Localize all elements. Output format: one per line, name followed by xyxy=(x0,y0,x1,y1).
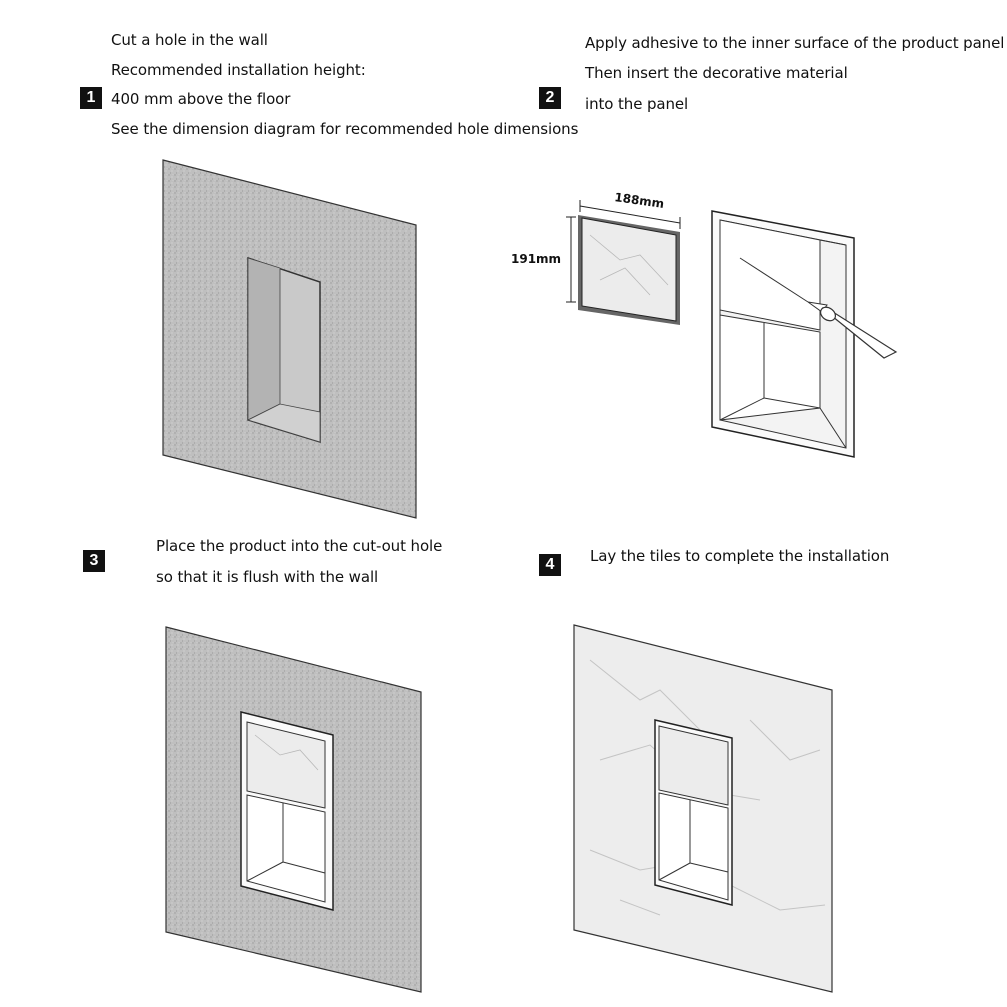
step-1-wall xyxy=(162,159,417,519)
step-4-line-1: Lay the tiles to complete the installati… xyxy=(590,547,890,565)
step-1-line-4: See the dimension diagram for recommende… xyxy=(111,120,579,138)
step-2-marble-panel: 188mm 191mm xyxy=(511,190,681,325)
step-4-badge: 4 xyxy=(539,554,561,576)
step-3-line-1: Place the product into the cut-out hole xyxy=(156,537,443,555)
step-2-line-3: into the panel xyxy=(585,95,689,113)
step-2-line-2: Then insert the decorative material xyxy=(585,64,848,82)
step-1-line-3: 400 mm above the floor xyxy=(111,90,291,108)
step-3-badge: 3 xyxy=(83,550,105,572)
step-3-line-2: so that it is flush with the wall xyxy=(156,568,379,586)
step-1-badge: 1 xyxy=(80,87,102,109)
step-1-line-1: Cut a hole in the wall xyxy=(111,31,268,49)
step-2-line-1: Apply adhesive to the inner surface of t… xyxy=(585,34,1005,52)
step-4-tiled-wall xyxy=(573,624,833,993)
panel-width-label: 188mm xyxy=(614,190,666,211)
step-3-wall-with-niche xyxy=(165,626,422,993)
step-2-niche xyxy=(711,210,898,458)
step-2-badge: 2 xyxy=(539,87,561,109)
panel-height-label: 191mm xyxy=(511,252,561,266)
step-1-line-2: Recommended installation height: xyxy=(111,61,366,79)
